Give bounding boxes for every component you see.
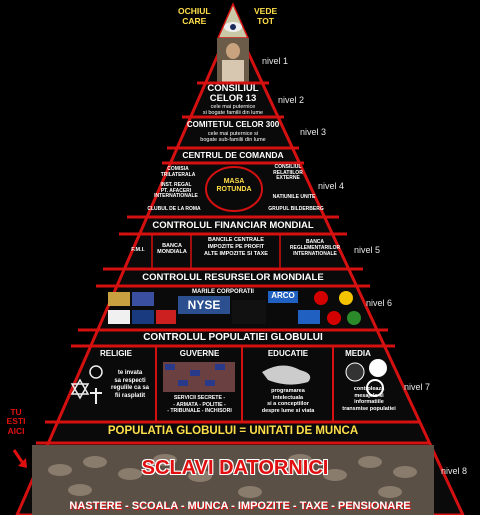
level-label: nivel 3 xyxy=(300,127,327,137)
media-text: controleaza mesajele si informatiile tra… xyxy=(342,386,396,412)
tier4-right-item: GRUPUL BILDERBERG xyxy=(268,206,324,212)
level-label: nivel 7 xyxy=(404,382,431,392)
lizard-icon xyxy=(262,365,311,385)
tier5-cell: F.M.I. xyxy=(131,247,145,253)
resources-control-header: CONTROLUL RESURSELOR MONDIALE xyxy=(142,272,324,283)
debt-slaves-title: SCLAVI DATORNICI xyxy=(141,457,329,479)
arco-logo: ARCO xyxy=(271,291,295,300)
tier4-left-item: INST. REGAL PT. AFACERI INTERNATIONALE xyxy=(154,182,198,199)
crescent-icon xyxy=(89,365,103,379)
corporations-label: MARILE CORPORATII xyxy=(192,289,254,295)
tier2-title: CONSILIUL CELOR 13 xyxy=(207,83,259,104)
nbc-logo-icon xyxy=(345,362,365,382)
population-control-header: CONTROLUL POPULATIEI GLOBULUI xyxy=(143,332,323,343)
eye-triangle xyxy=(216,2,250,39)
religion-text: te invata sa respecti regulile ca sa fii… xyxy=(110,370,150,399)
life-cycle-footer: NASTERE - SCOALA - MUNCA - IMPOZITE - TA… xyxy=(69,500,411,512)
level-label: nivel 8 xyxy=(441,466,468,476)
tier4-left-item: COMISIA TRILATERALA xyxy=(160,166,196,178)
tier4-left-item: CLUBUL DE LA ROMA xyxy=(147,206,201,212)
global-population-header: POPULATIA GLOBULUI = UNITATI DE MUNCA xyxy=(107,425,359,437)
masa-rotunda: MASA ROTUNDA xyxy=(216,178,252,194)
tier4-right-item: NATIUNILE UNITE xyxy=(272,194,316,200)
tier3-subtitle: cele mai puternice si bogate sub-familii… xyxy=(200,131,266,144)
education-text: programarea intelectuala si a conceptiil… xyxy=(261,388,315,414)
you-are-here-label: TU ESTI AICI xyxy=(6,407,26,436)
tier5-cell: BANCA REGLEMENTARILOR INTERNATIONALE xyxy=(289,239,341,257)
government-text: SERVICII SECRETE - - ARMATA - POLITIE - … xyxy=(167,395,232,414)
financial-control-header: CONTROLUL FINANCIAR MONDIAL xyxy=(152,220,314,231)
religion-title: RELIGIE xyxy=(99,349,132,358)
tier3-title: COMITETUL CELOR 300 xyxy=(186,120,280,129)
level-label: nivel 1 xyxy=(262,56,289,66)
tier5-cell: BANCILE CENTRALE IMPOZITE PE PROFIT ALTE… xyxy=(204,237,268,257)
command-center-header: CENTRUL DE COMANDA xyxy=(182,150,284,160)
government-title: GUVERNE xyxy=(179,349,220,358)
star-of-david-icon xyxy=(70,378,90,395)
corporate-logos xyxy=(108,291,361,325)
nyse-logo: NYSE xyxy=(187,298,221,312)
eye-label-left: OCHIUL CARE xyxy=(178,6,211,27)
education-title: EDUCATIE xyxy=(267,349,309,358)
level-label: nivel 4 xyxy=(318,181,345,191)
tier2-subtitle: cele mai puternice si bogate familii din… xyxy=(202,104,264,117)
level-label: nivel 2 xyxy=(278,95,305,105)
cbs-logo-icon xyxy=(366,379,384,397)
media-title: MEDIA xyxy=(345,349,371,358)
level-label: nivel 5 xyxy=(354,245,381,255)
level-label: nivel 6 xyxy=(366,298,393,308)
tier5-cell: BANCA MONDIALA xyxy=(157,243,187,256)
tier4-right-item: CONSILIUL RELATIILOR EXTERNE xyxy=(273,164,303,181)
eye-label-right: VEDE TOT xyxy=(254,6,278,27)
abc-logo-icon xyxy=(369,359,387,377)
